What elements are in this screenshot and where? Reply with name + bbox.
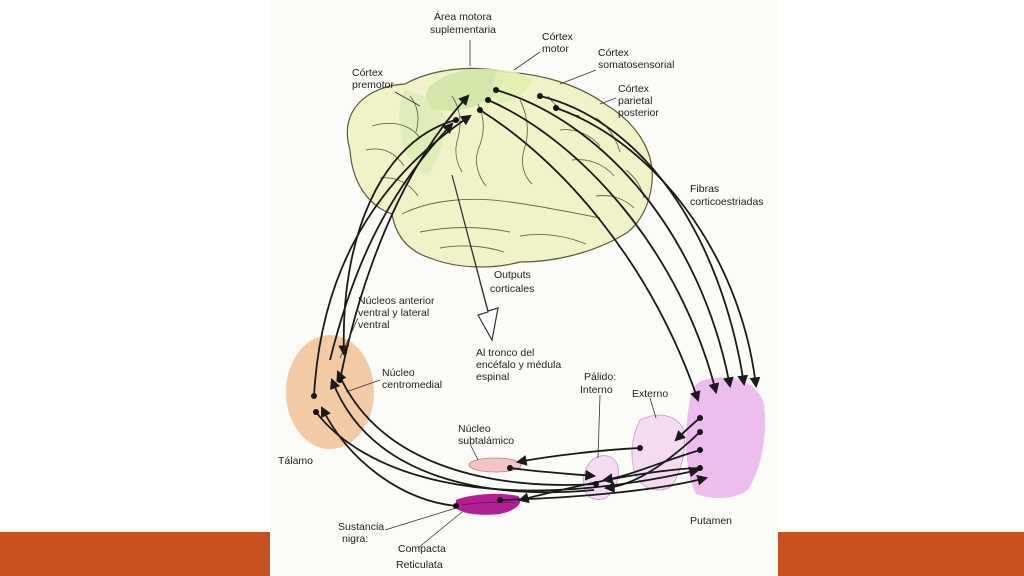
label-compacta: Compacta (398, 543, 446, 555)
brain-sulci (365, 95, 645, 253)
accent-bar-right (778, 532, 1024, 576)
label-talamo: Tálamo (278, 455, 313, 467)
putamen (686, 377, 766, 499)
label-palido: Pálido: (584, 371, 616, 383)
label-interno: Interno (580, 384, 613, 396)
pallidothalamic-fiber-1 (336, 370, 597, 486)
cortical-outputs-arrow (451, 174, 499, 342)
pathways (313, 89, 761, 507)
nigra-thalamus-fiber (321, 406, 457, 507)
corticostriate-fiber-3 (495, 89, 734, 389)
thalamus (286, 335, 374, 449)
label-externo: Externo (632, 388, 668, 400)
substantia-nigra-compacta-line (461, 502, 517, 506)
cerebral-hemisphere (346, 67, 653, 268)
accent-bar-left (0, 532, 270, 576)
corticostriate-fiber-2 (487, 99, 720, 395)
thalamocortical-fiber-2 (313, 114, 472, 397)
brain (346, 67, 653, 268)
thalamocortical-fiber-3 (329, 122, 454, 361)
corticostriate-fiber-4 (539, 95, 749, 387)
label-reticulata: Reticulata (396, 559, 443, 571)
corticostriate-fiber-5 (555, 107, 761, 389)
striatopallidal-fiber-1 (674, 417, 701, 442)
neuron-dots (311, 87, 703, 509)
subthalamic-nucleus (468, 457, 522, 473)
supplementary-motor-area (425, 68, 504, 111)
corticostriate-fiber-1 (479, 109, 701, 403)
striatonigral-fiber (517, 467, 701, 504)
motor-cortex (493, 70, 532, 104)
premotor-cortex (399, 90, 446, 176)
label-leaders (339, 40, 657, 549)
cortex-thalamus-loop (338, 119, 457, 357)
label-putamen: Putamen (690, 515, 732, 527)
subthalamo-pallidal-fiber (509, 467, 597, 481)
pallido-subthalamic-fiber (515, 447, 641, 466)
